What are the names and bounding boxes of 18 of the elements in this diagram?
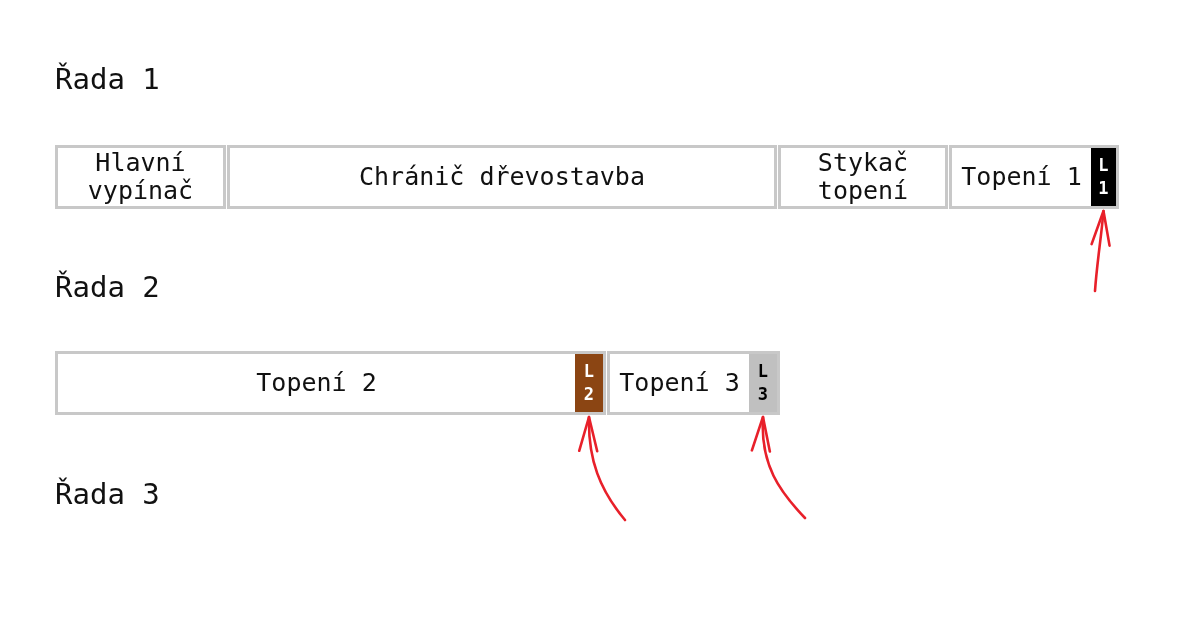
breaker-module: Chránič dřevostavba [227,145,777,209]
module-label: Topení 2 [256,369,377,397]
row-heading: Řada 1 [55,62,160,96]
breaker-module: Hlavní vypínač [55,145,226,209]
row-heading: Řada 2 [55,270,160,304]
module-label: Topení 3 [619,369,740,397]
breaker-module [55,351,606,415]
module-label: Topení 1 [961,163,1082,191]
arrow [1090,209,1111,293]
row-heading: Řada 3 [55,477,160,511]
phase-tag: L 2 [575,354,603,412]
arrow [751,415,807,520]
breaker-module [949,145,1119,209]
breaker-module [607,351,780,415]
phase-tag: L 3 [749,354,777,412]
phase-tag: L 1 [1091,148,1116,206]
arrow [578,415,627,522]
breaker-module: Stykač topení [778,145,948,209]
